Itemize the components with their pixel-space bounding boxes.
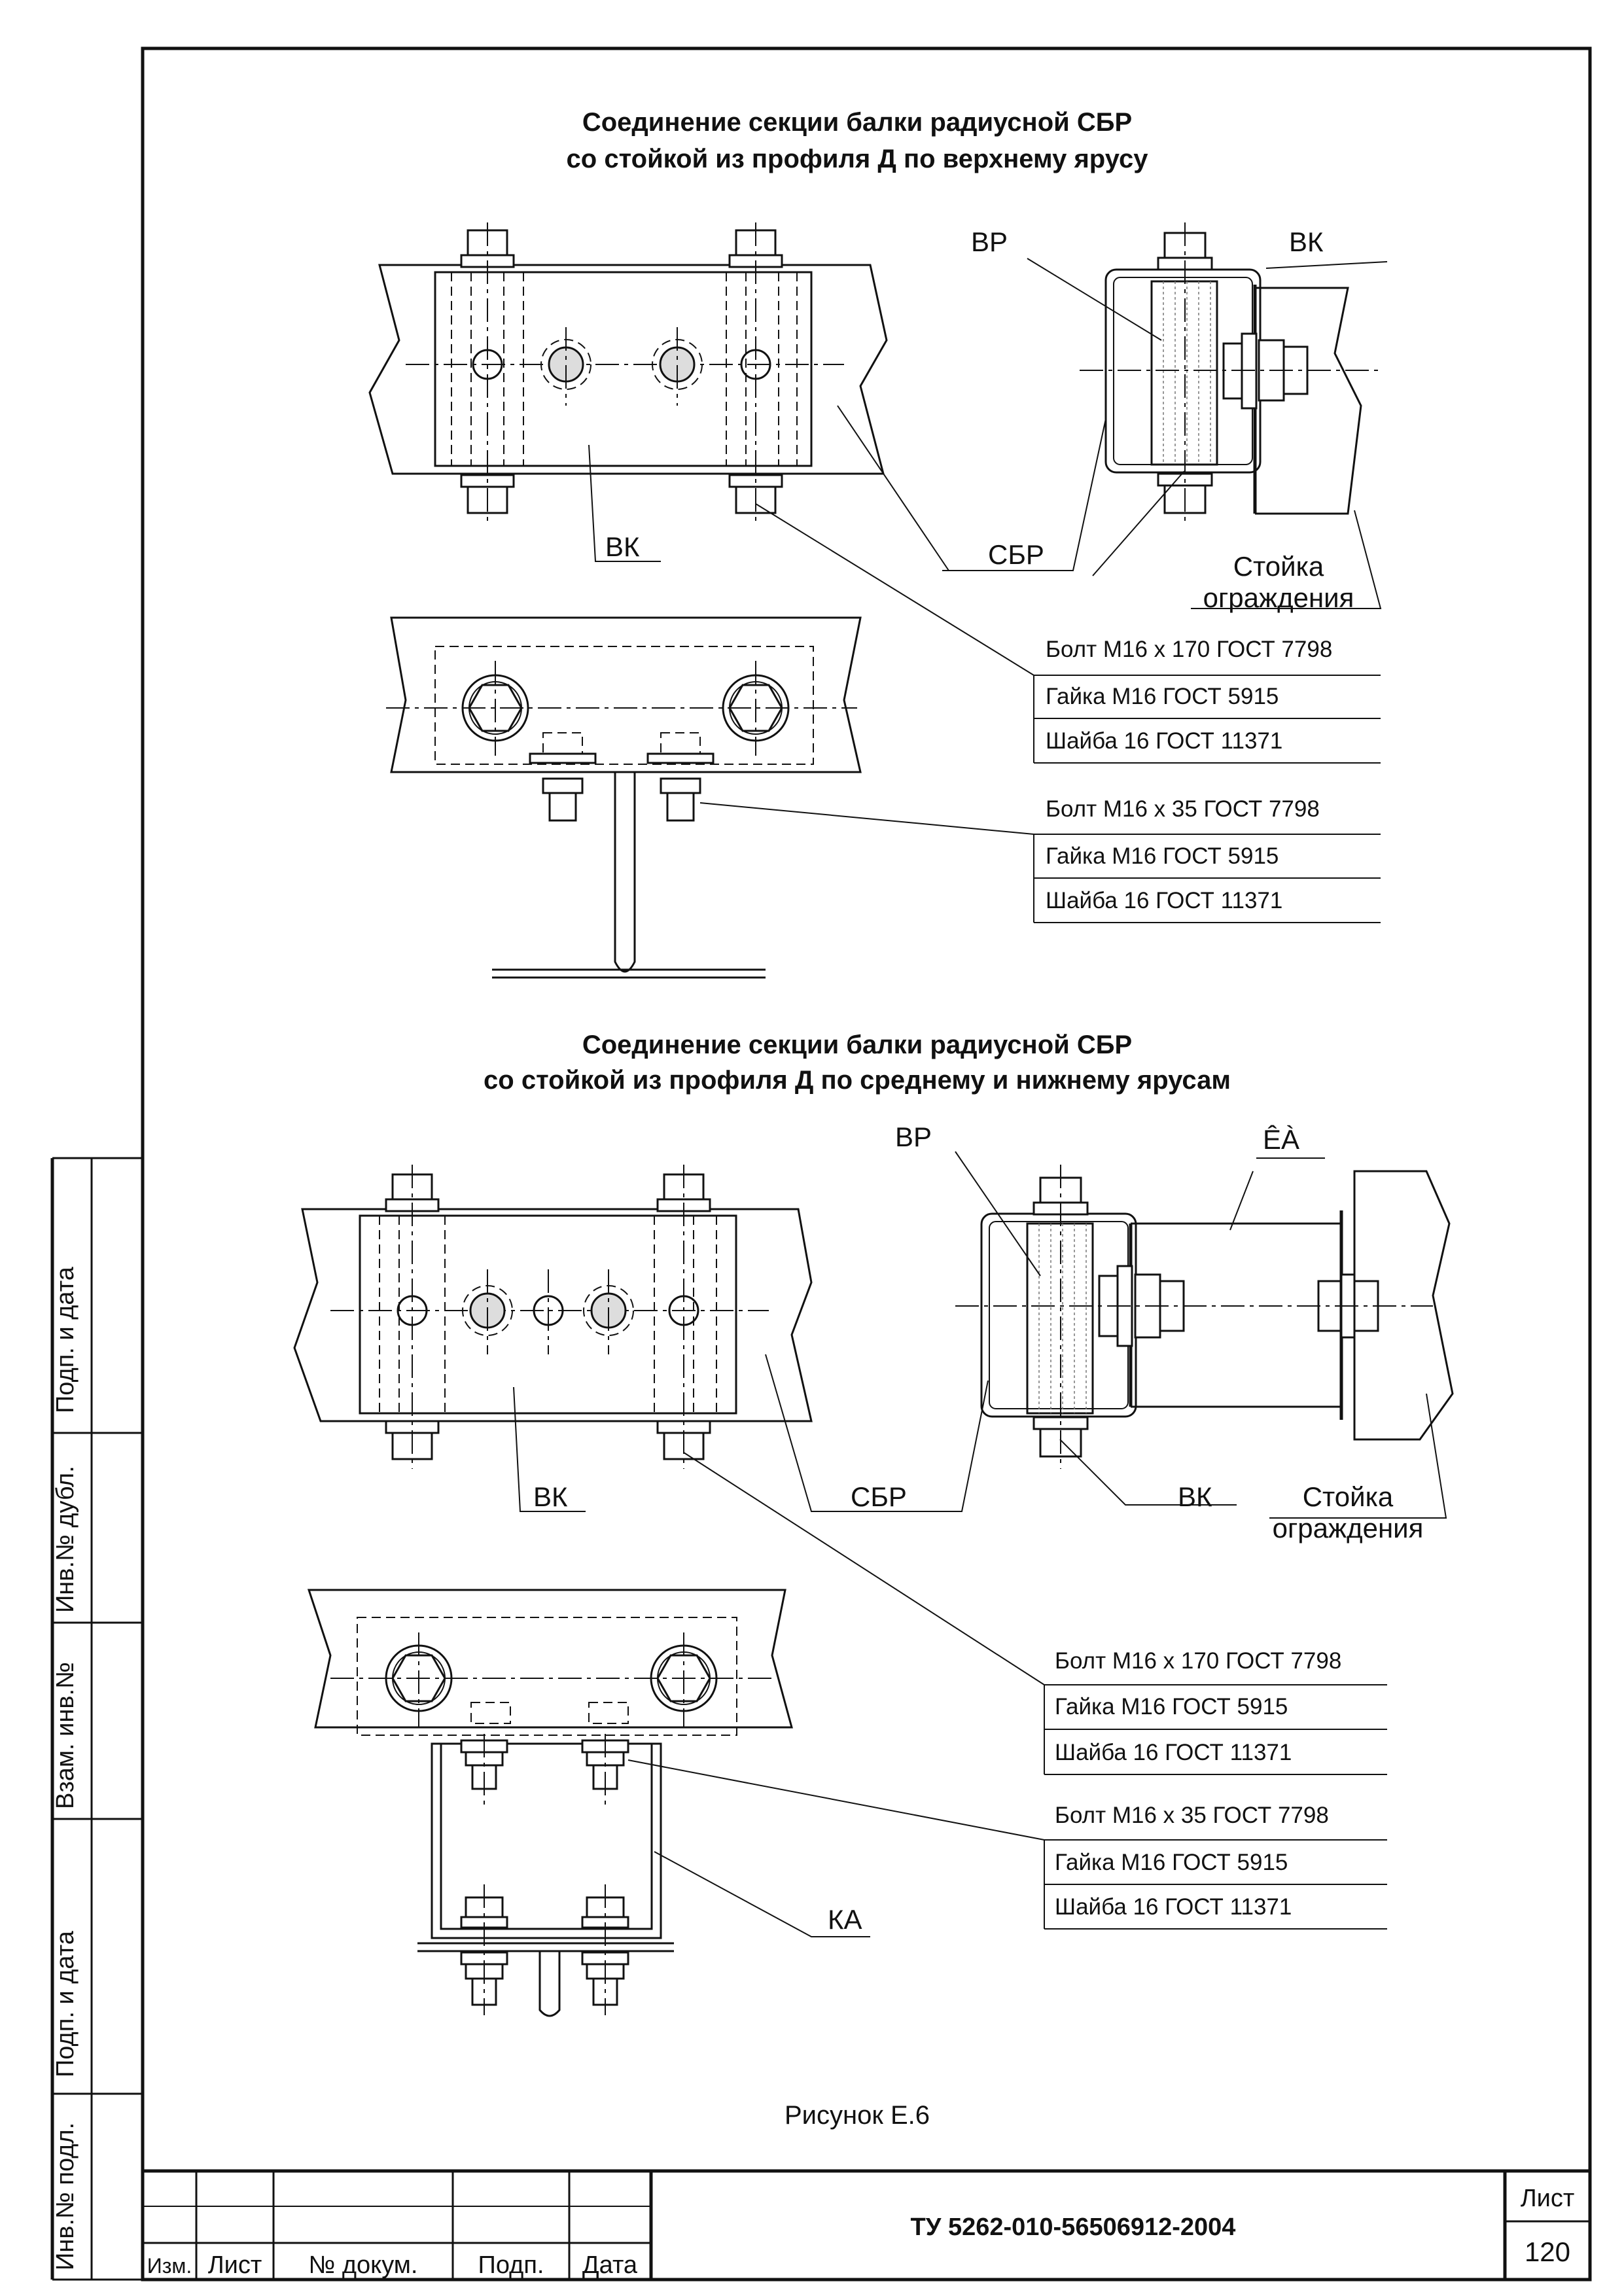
title-block: [143, 2169, 1590, 2280]
bottom-side-view: [851, 1151, 1454, 1519]
bottom-label-stoyka-1: Стойка: [1303, 1481, 1394, 1512]
bottom-label-vk-front: ВК: [533, 1481, 568, 1512]
document-number: ТУ 5262-010-56506912-2004: [911, 2213, 1236, 2241]
bottom-title-line-2: со стойкой из профиля Д по среднему и ни…: [484, 1066, 1231, 1095]
title-block-col-list: Лист: [208, 2251, 262, 2279]
top-title-line-1: Соединение секции балки радиусной СБР: [582, 108, 1132, 137]
top-label-stoyka-1: Стойка: [1233, 551, 1324, 582]
bottom-spec-table: [1044, 1685, 1387, 1930]
bottom-label-stoyka-2: ограждения: [1273, 1513, 1424, 1543]
top-front-view: [368, 222, 888, 562]
side-stamp-inv-dubl: Инв.№ дубл.: [52, 1466, 79, 1613]
bottom-plan-view: [307, 1452, 1387, 2017]
top-spec-short-bolt: Болт М16 х 35 ГОСТ 7798: [1046, 796, 1320, 822]
top-label-sbr: СБР: [988, 539, 1044, 570]
bottom-spec-short-washer: Шайба 16 ГОСТ 11371: [1055, 1894, 1292, 1920]
top-label-vr: ВР: [971, 226, 1008, 257]
bottom-label-ka: КА: [828, 1904, 862, 1935]
top-label-stoyka-2: ограждения: [1203, 582, 1354, 613]
top-spec-short-nut: Гайка М16 ГОСТ 5915: [1046, 843, 1279, 869]
bottom-spec-long-bolt: Болт М16 х 170 ГОСТ 7798: [1055, 1648, 1341, 1674]
bottom-label-sbr: СБР: [851, 1481, 907, 1512]
bottom-spec-short-nut: Гайка М16 ГОСТ 5915: [1055, 1850, 1288, 1875]
title-block-col-data: Дата: [582, 2251, 638, 2279]
top-spec-long-washer: Шайба 16 ГОСТ 11371: [1046, 728, 1282, 754]
bottom-front-view: [293, 1165, 813, 1512]
top-label-vk-front: ВК: [605, 531, 640, 562]
top-spec-long-bolt: Болт М16 х 170 ГОСТ 7798: [1046, 637, 1332, 662]
bottom-title-line-1: Соединение секции балки радиусной СБР: [582, 1031, 1132, 1059]
title-block-col-podp: Подп.: [478, 2251, 544, 2279]
figure-caption: Рисунок Е.6: [785, 2101, 930, 2130]
sheet-frame: [50, 46, 1592, 2282]
top-plan-view: [386, 503, 1381, 979]
sheet-number: 120: [1525, 2236, 1570, 2267]
top-spec-short-washer: Шайба 16 ГОСТ 11371: [1046, 888, 1282, 913]
top-label-vk-side: ВК: [1289, 226, 1324, 257]
bottom-label-ka-garbled: ÊÀ: [1263, 1124, 1299, 1155]
side-stamp-podp-data-2: Подп. и дата: [52, 1930, 79, 2077]
top-title-line-2: со стойкой из профиля Д по верхнему ярус…: [567, 145, 1149, 173]
top-spec-long-nut: Гайка М16 ГОСТ 5915: [1046, 684, 1279, 709]
bottom-spec-short-bolt: Болт М16 х 35 ГОСТ 7798: [1055, 1803, 1329, 1828]
title-block-col-doc: № докум.: [309, 2251, 418, 2279]
sheet-label: Лист: [1521, 2185, 1575, 2212]
bottom-label-vr: ВР: [895, 1121, 932, 1152]
side-stamp-inv-podl: Инв.№ подл.: [52, 2123, 79, 2270]
top-side-view: [942, 222, 1388, 609]
bottom-spec-long-nut: Гайка М16 ГОСТ 5915: [1055, 1694, 1288, 1719]
bottom-spec-long-washer: Шайба 16 ГОСТ 11371: [1055, 1740, 1292, 1765]
side-stamp-vzam-inv: Взам. инв.№: [52, 1662, 79, 1809]
title-block-col-izm: Изм.: [147, 2254, 192, 2278]
bottom-label-vk-side: ВК: [1178, 1481, 1212, 1512]
top-spec-table: [1033, 675, 1381, 923]
side-stamp-podp-data-1: Подп. и дата: [52, 1266, 79, 1413]
